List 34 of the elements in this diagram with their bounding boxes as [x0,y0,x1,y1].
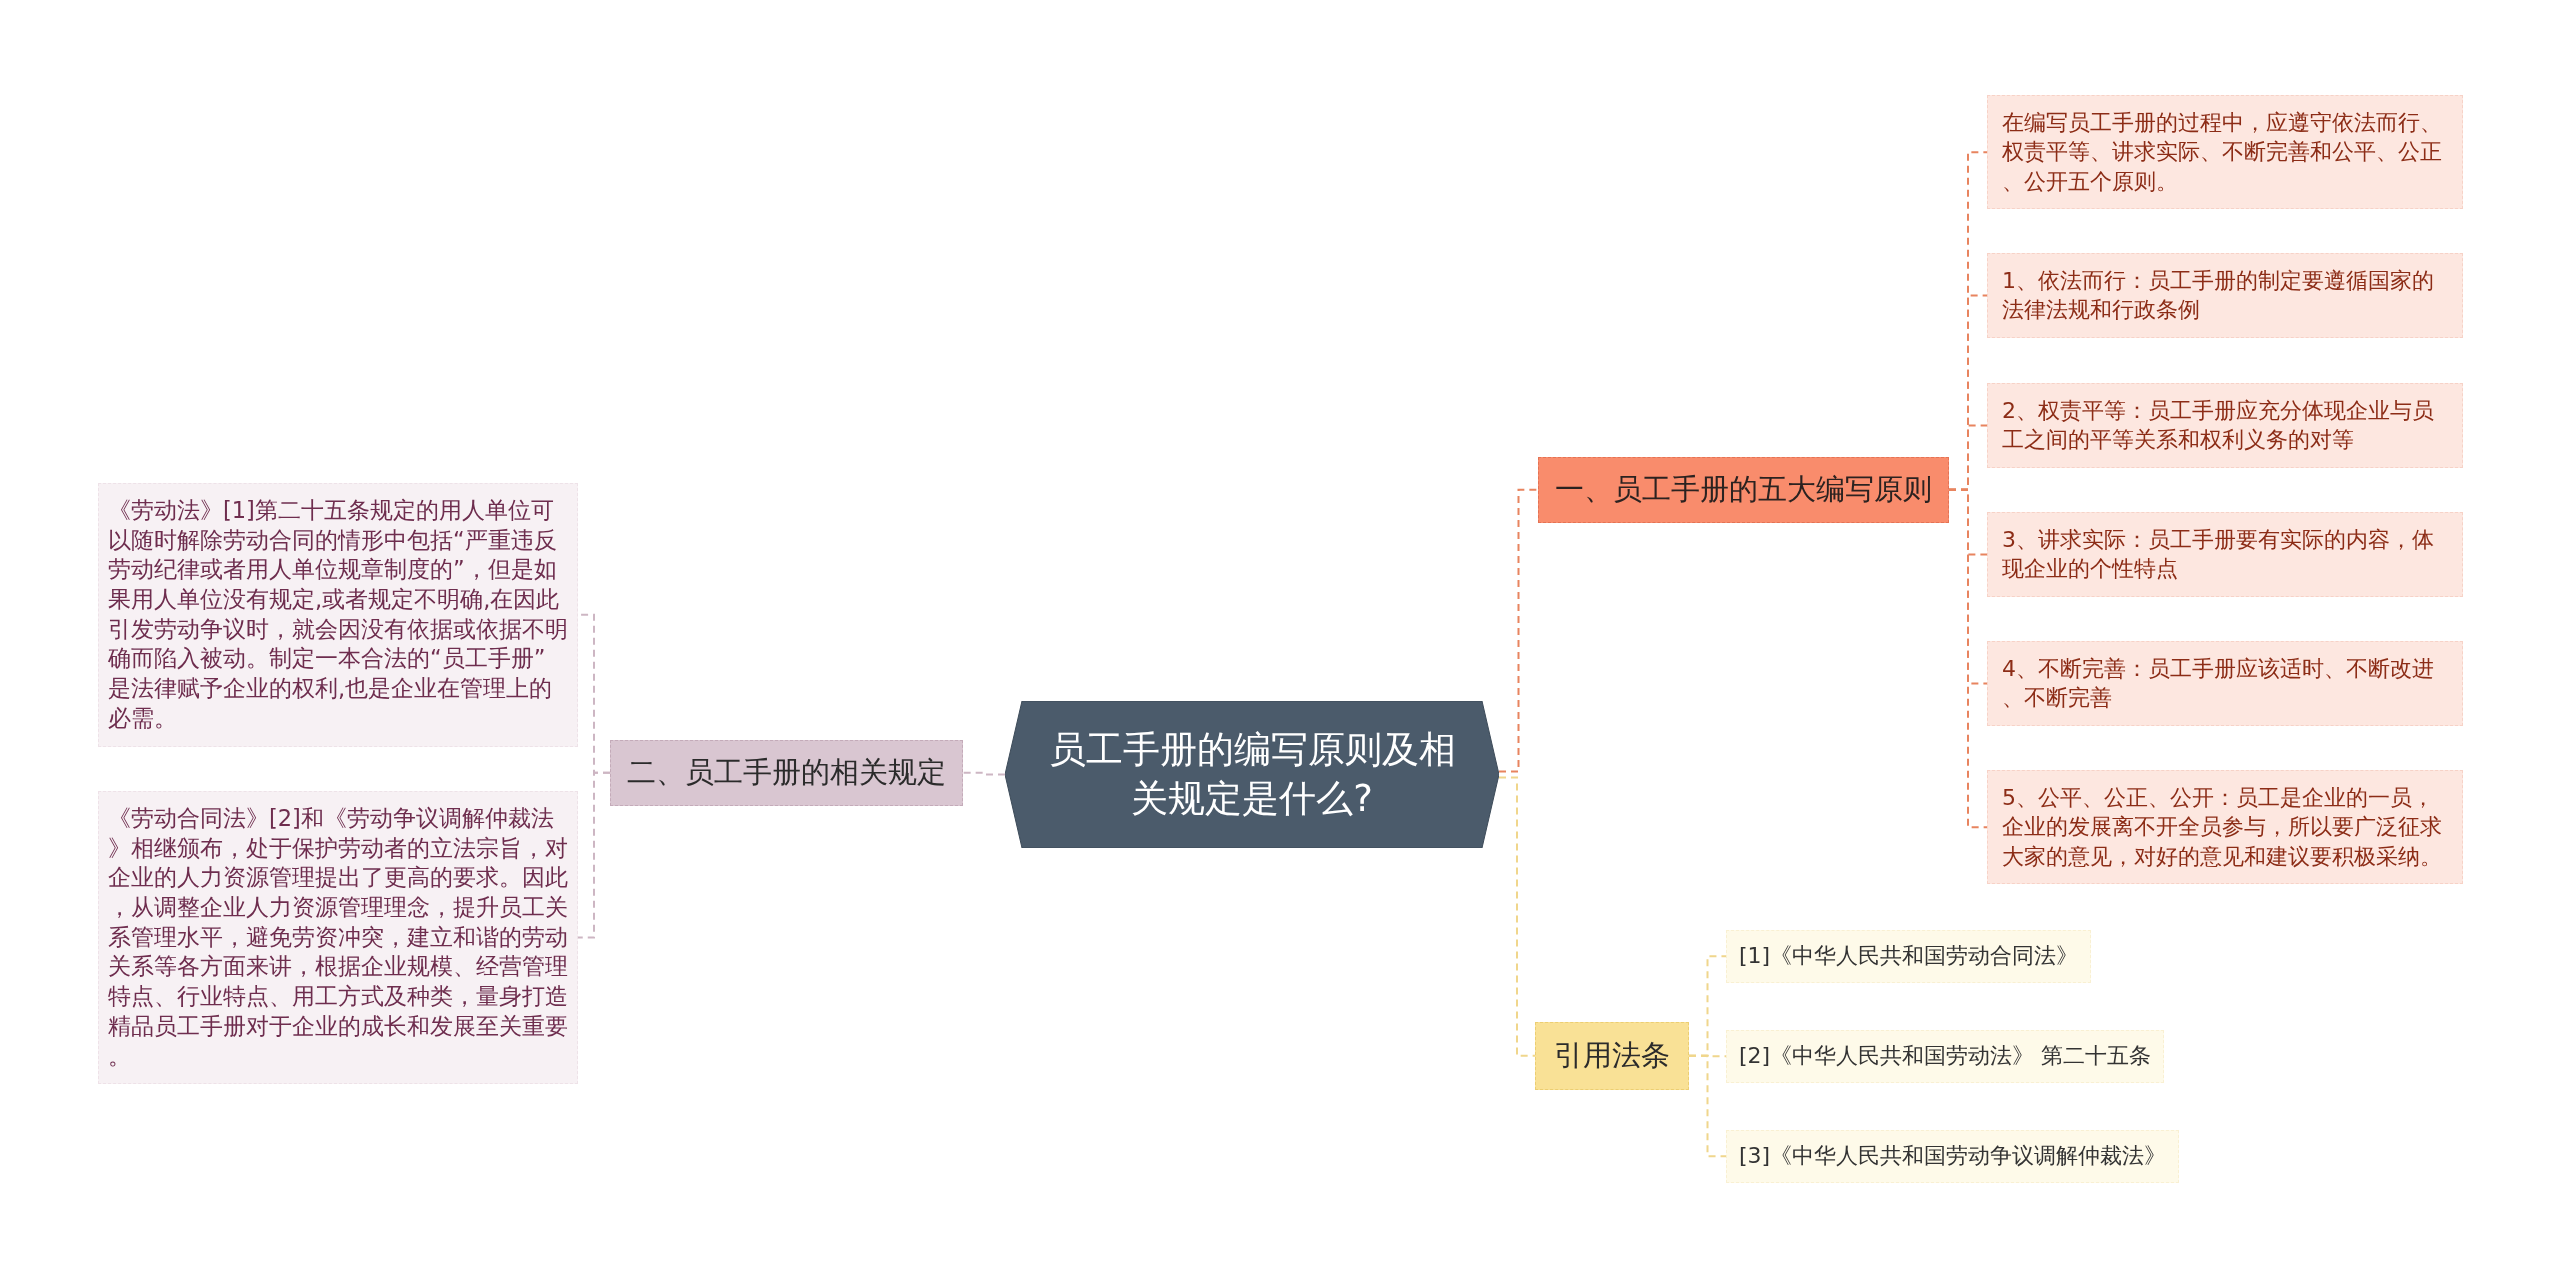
connector-line [1498,776,1536,1057]
citation-text: [3]《中华人民共和国劳动争议调解仲裁法》 [1739,1142,2167,1170]
citation-text: [1]《中华人民共和国劳动合同法》 [1739,942,2079,970]
citation-card [1726,1030,2165,1083]
citation-card [1726,1130,2180,1183]
note-card [1987,770,2463,885]
citation-card [1726,930,2092,983]
note-text: 3、讲求实际：员工手册要有实际的内容，体现企业的个性特点 [2002,526,2435,584]
citation-text: [2]《中华人民共和国劳动法》 第二十五条 [1739,1042,2152,1070]
note-text: 1、依法而行：员工手册的制定要遵循国家的法律法规和行政条例 [2002,267,2435,325]
note-text: 2、权责平等：员工手册应充分体现企业与员工之间的平等关系和权利义务的对等 [2002,397,2435,455]
connector-line [1948,488,1988,829]
branch-title: 一、员工手册的五大编写原则 [1555,471,1932,508]
note-text: 在编写员工手册的过程中，应遵守依法而行、权责平等、讲求实际、不断完善和公平、公正、公开五个原则。 [2002,109,2443,196]
branch-card [1538,457,1949,523]
branch-title: 二、员工手册的相关规定 [627,754,946,791]
note-text: 5、公平、公正、公开：员工是企业的一员，企业的发展离不开全员参与，所以要广泛征求大家的意见，对好的意见和建议要积极采纳。 [2002,784,2443,871]
note-text: 《劳动合同法》[2]和《劳动争议调解仲裁法》相继颁布，处于保护劳动者的立法宗旨，对企业的人力资源管理提出了更高的要求。因此，从调整企业人力资源管理理念，提升员工关系管理水平，避免劳资冲突，建立和谐的劳动关系等各方面来讲，根据企业规模、经营管理特点、行业特点、用工方式及种类，量身打造精品员工手册对于企业的成长和发展至关重要。 [108,804,568,1071]
note-card [1987,512,2463,597]
branch-card [1535,1022,1689,1090]
central-topic [1005,701,1499,848]
topic-title: 员工手册的编写原则及相关规定是什么? [1047,727,1457,822]
note-card [1987,383,2463,468]
connector-line [577,771,611,939]
note-card [1987,641,2463,726]
branch-card [610,740,963,806]
branch-title: 引用法条 [1554,1037,1670,1074]
note-text: 《劳动法》[1]第二十五条规定的用人单位可以随时解除劳动合同的情形中包括“严重违反劳动纪律或者用人单位规章制度的”，但是如果用人单位没有规定,或者规定不明确,在因此引发劳动争议时，就会因没有依据或依据不明确而陷入被动。制定一本合法的“员工手册”是法律赋予企业的权利,也是企业在管理上的必需。 [108,496,568,733]
note-card [1987,95,2463,210]
connector-line [962,771,1006,776]
note-card [1987,253,2463,338]
connector-line [1688,1054,1727,1158]
connector-line [1498,488,1539,773]
note-text: 4、不断完善：员工手册应该适时、不断改进、不断完善 [2002,655,2435,713]
